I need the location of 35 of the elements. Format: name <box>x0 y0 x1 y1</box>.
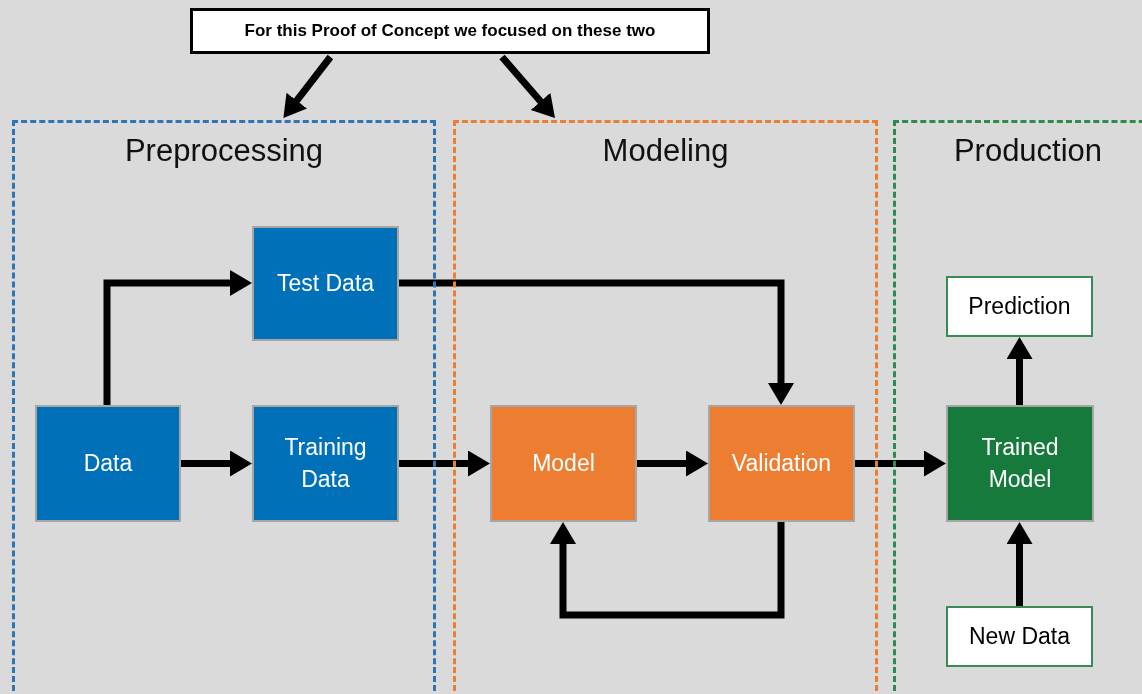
process-box <box>490 405 637 522</box>
box-label: Prediction <box>968 293 1071 320</box>
box-label: Validation <box>731 448 832 478</box>
box-label: Training Data <box>283 433 368 494</box>
process-box <box>252 226 399 341</box>
stage-group <box>453 120 878 694</box>
arrow <box>550 522 785 619</box>
group-title: Preprocessing <box>123 133 325 169</box>
output-box <box>946 606 1093 667</box>
stage-group <box>12 120 436 694</box>
arrow <box>399 450 490 477</box>
process-box <box>708 405 855 522</box>
box-label: New Data <box>969 623 1070 650</box>
box-label: Data <box>83 448 133 478</box>
box-label: Test Data <box>276 268 375 298</box>
box-label: Model <box>532 448 595 478</box>
stage-group <box>893 120 1142 694</box>
group-title: Production <box>952 133 1104 169</box>
process-box <box>35 405 181 522</box>
group-title: Modeling <box>601 133 730 169</box>
note-box <box>190 8 710 54</box>
process-box <box>946 405 1094 522</box>
arrow <box>1006 337 1033 405</box>
arrow <box>499 54 555 118</box>
process-box <box>252 405 399 522</box>
box-label: Trained Model <box>980 433 1060 494</box>
arrow <box>637 450 708 477</box>
output-box <box>946 276 1093 337</box>
arrow <box>855 450 946 477</box>
arrow <box>103 270 252 405</box>
arrow <box>399 279 794 405</box>
arrow <box>1006 522 1033 606</box>
note-text: For this Proof of Concept we focused on these two <box>244 21 656 41</box>
arrow <box>181 450 252 477</box>
arrow <box>283 54 334 118</box>
